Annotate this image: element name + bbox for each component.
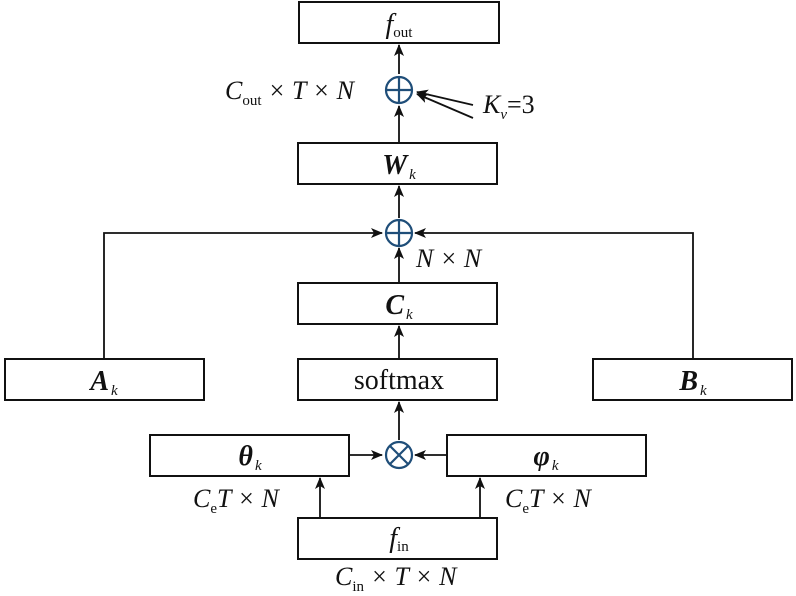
f-in-main: f	[389, 523, 400, 554]
b-k-sub: k	[700, 383, 707, 399]
f-out-sub: out	[393, 25, 413, 41]
theta-k-main: θ	[238, 441, 253, 472]
svg-text:Ck: Ck	[385, 290, 413, 323]
svg-text:Wk: Wk	[382, 150, 416, 183]
a-k-main: A	[88, 366, 109, 397]
kv-label: Kv=3	[482, 90, 535, 123]
box-f-out: fout	[298, 1, 500, 44]
w-k-sub: k	[409, 167, 416, 183]
add-top-plus-circle-icon	[384, 75, 414, 105]
box-f-in: fin	[297, 517, 498, 560]
connectors	[103, 44, 694, 517]
f-in-sub: in	[397, 539, 409, 555]
f-out-main: f	[386, 9, 397, 40]
svg-text:fout: fout	[386, 9, 414, 41]
ce-right-label: CeT × N	[505, 484, 593, 517]
ce-left-rest: T × N	[217, 484, 281, 513]
c-k-sub: k	[406, 307, 413, 323]
cout-dim-label: Cout × T × N	[225, 76, 356, 109]
svg-text:Bk: Bk	[678, 366, 707, 399]
add-mid-plus-circle-icon	[384, 218, 414, 248]
arrow-kv-2	[416, 93, 474, 119]
svg-text:φk: φk	[533, 441, 558, 474]
ce-right-rest: T × N	[529, 484, 593, 513]
softmax-label: softmax	[354, 365, 444, 396]
b-k-main: B	[678, 366, 698, 397]
svg-text:Ak: Ak	[88, 366, 118, 399]
multiply-times-circle-icon	[384, 440, 414, 470]
nn-dim-label: N × N	[415, 244, 483, 273]
theta-k-sub: k	[255, 458, 262, 474]
a-k-sub: k	[111, 383, 118, 399]
box-softmax: softmax	[297, 358, 498, 401]
ce-left-label: CeT × N	[193, 484, 281, 517]
phi-k-main: φ	[533, 441, 549, 472]
cin-dim-label: Cin × T × N	[335, 562, 458, 595]
kv-rest: =3	[507, 90, 535, 119]
svg-text:fin: fin	[389, 523, 409, 555]
arrow-bk-to-add	[414, 228, 694, 358]
arrow-ak-to-add	[103, 228, 383, 358]
c-k-main: C	[385, 290, 404, 321]
svg-text:θk: θk	[238, 441, 262, 474]
phi-k-sub: k	[552, 458, 559, 474]
cout-dim-rest: × T × N	[262, 76, 356, 105]
cin-dim-rest: × T × N	[364, 562, 458, 591]
w-k-main: W	[382, 150, 409, 181]
